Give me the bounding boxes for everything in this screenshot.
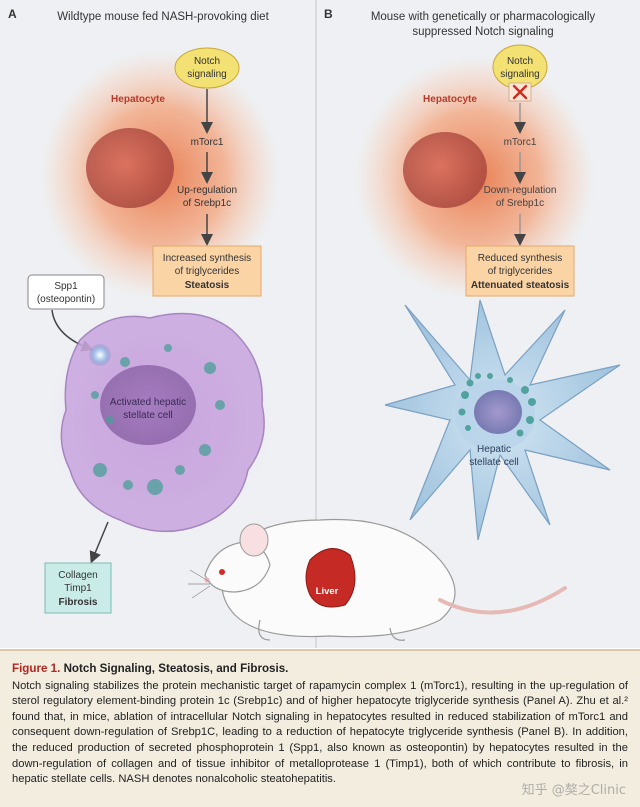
caption-figure-label: Figure 1.	[12, 662, 61, 675]
stellate-b-nucleus	[474, 390, 522, 434]
panel-a-letter-text: A	[8, 7, 17, 21]
synthesis-b-line2: of triglycerides	[488, 266, 552, 277]
mouse-ear	[239, 523, 269, 557]
notch-a-line1: Notch	[194, 56, 220, 67]
mouse-feet	[258, 619, 406, 641]
spp1-line1: Spp1	[54, 281, 78, 292]
notch-b-line2: signaling	[500, 69, 539, 80]
synthesis-a-line2: of triglycerides	[175, 266, 239, 277]
stellate-a-droplets	[91, 344, 225, 495]
mouse-illustration: Liver	[188, 518, 567, 641]
caption-title: Figure 1. Notch Signaling, Steatosis, an…	[12, 661, 628, 677]
hepatocyte-a-nucleus	[86, 128, 174, 208]
caption-body: Notch signaling stabilizes the protein m…	[12, 679, 628, 786]
stellate-a-line2: stellate cell	[123, 410, 172, 421]
fibrosis-line1: Collagen	[58, 570, 97, 581]
panel-a: A Wildtype mouse fed NASH-provoking diet…	[8, 7, 280, 614]
mouse-tail	[438, 586, 567, 615]
panel-b-title-line2: suppressed Notch signaling	[412, 26, 553, 38]
downreg-b-line1: Down-regulation	[484, 185, 557, 196]
figure-caption: Figure 1. Notch Signaling, Steatosis, an…	[0, 649, 640, 807]
mouse-eye	[219, 569, 225, 575]
upreg-a-line2: of Srebp1c	[183, 198, 231, 209]
panel-a-title: Wildtype mouse fed NASH-provoking diet	[57, 11, 269, 23]
fibrosis-line3: Fibrosis	[59, 597, 98, 608]
fibrosis-box	[44, 562, 112, 614]
synthesis-a-line1: Increased synthesis	[163, 253, 251, 264]
steatosis-a: Steatosis	[185, 280, 230, 291]
notch-a-line2: signaling	[187, 69, 226, 80]
notch-b-ellipse	[492, 44, 548, 90]
blocked-x-icon	[508, 82, 532, 102]
stellate-b-droplets	[458, 373, 536, 437]
notch-a-ellipse	[174, 47, 240, 89]
panel-b-letter: B	[324, 7, 333, 21]
hepatocyte-b-label: Hepatocyte	[423, 94, 477, 105]
notch-b-line1: Notch	[507, 56, 533, 67]
stellate-b-line2: stellate cell	[469, 457, 518, 468]
synthesis-b-box	[465, 245, 575, 297]
stellate-b-line1: Hepatic	[477, 444, 511, 455]
fibrosis-line2: Timp1	[64, 583, 92, 594]
synthesis-a-box	[152, 245, 262, 297]
figure-illustration: A Wildtype mouse fed NASH-provoking diet…	[0, 0, 640, 648]
mouse-whiskers	[188, 569, 211, 599]
stellate-a-nucleus	[100, 365, 196, 445]
downreg-b-line2: of Srebp1c	[496, 198, 544, 209]
panel-b-title-line1: Mouse with genetically or pharmacologica…	[371, 11, 596, 23]
hepatocyte-a-label: Hepatocyte	[111, 94, 165, 105]
arrow-fibrosis	[89, 521, 109, 564]
liver-organ	[305, 548, 356, 608]
liver-label: Liver	[316, 586, 339, 597]
stellate-a-line1: Activated hepatic	[110, 397, 186, 408]
spp1-line2: (osteopontin)	[37, 294, 95, 305]
caption-title-text: Notch Signaling, Steatosis, and Fibrosis…	[63, 662, 289, 675]
hepatocyte-b-nucleus	[403, 132, 487, 208]
synthesis-b-line1: Reduced synthesis	[478, 253, 563, 264]
panel-b: B Mouse with genetically or pharmacologi…	[324, 7, 621, 541]
mtorc1-b: mTorc1	[504, 137, 537, 148]
mtorc1-a: mTorc1	[191, 137, 224, 148]
watermark: 知乎 @獒之Clinic	[521, 783, 626, 799]
spp1-receptor-dot	[89, 344, 111, 366]
spp1-box	[27, 274, 105, 310]
upreg-a-line1: Up-regulation	[177, 185, 237, 196]
steatosis-b: Attenuated steatosis	[471, 280, 570, 291]
